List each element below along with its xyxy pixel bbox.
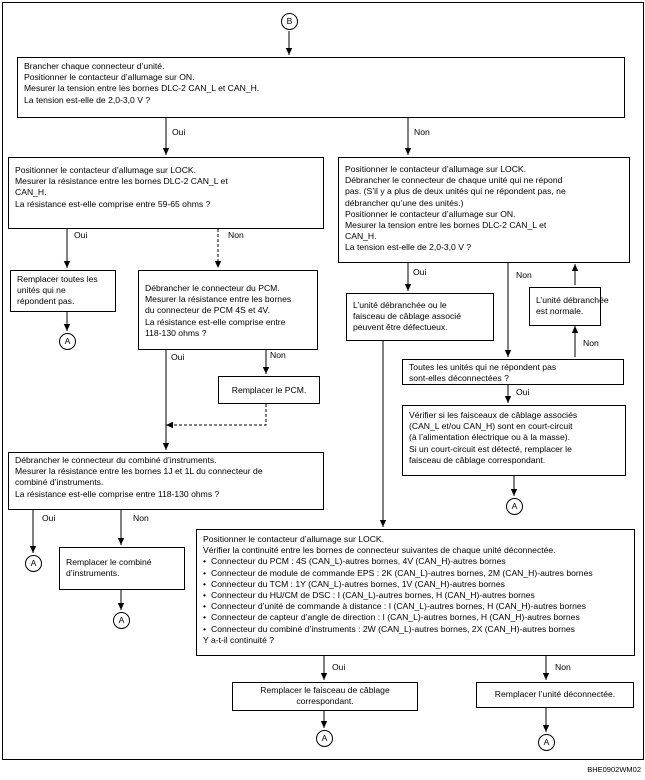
continuity-item: Connecteur du TCM : 1Y (CAN_L)-autres bo… bbox=[211, 579, 628, 590]
unit-defect-box: L’unité débranchée ou le faisceau de câb… bbox=[346, 293, 494, 341]
instruments-step-line: La résistance est-elle comprise entre 11… bbox=[15, 488, 220, 499]
continuity-no-label: Non bbox=[555, 662, 571, 672]
lock-step-line: CAN_H. bbox=[345, 231, 377, 242]
pcm-yes-label: Oui bbox=[171, 352, 185, 362]
replace-instruments-line: d’instruments. bbox=[66, 568, 120, 579]
instruments-step-line: Débrancher le connecteur du combiné d’in… bbox=[15, 455, 217, 465]
step2-yes-label: Oui bbox=[74, 230, 88, 240]
instruments-yes-label: Oui bbox=[42, 513, 56, 523]
unit-normal-line: L’unité débranchée bbox=[536, 295, 609, 305]
instruments-no-label: Non bbox=[133, 513, 149, 523]
replace-units-line: Remplacer toutes les bbox=[17, 274, 98, 284]
replace-pcm-label: Remplacer le PCM. bbox=[231, 385, 307, 395]
all-disconnected-box: Toutes les unités qui ne répondent pas s… bbox=[402, 359, 624, 385]
continuity-item: Connecteur de module de commande EPS : 2… bbox=[211, 568, 628, 579]
figure-code: BHE0902WM02 bbox=[587, 765, 641, 774]
step1-yes-label: Oui bbox=[172, 127, 186, 137]
end-connector-a: A bbox=[506, 498, 523, 515]
step1-line: Brancher chaque connecteur d’unité. bbox=[24, 61, 165, 71]
step1-no-label: Non bbox=[414, 127, 430, 137]
instruments-step-line: combiné d’instruments. bbox=[15, 477, 104, 488]
end-connector-a: A bbox=[113, 612, 130, 629]
continuity-line: Positionner le contacteur d’allumage sur… bbox=[203, 534, 385, 544]
short-check-line: (CAN_L et/ou CAN_H) sont en court-circui… bbox=[409, 421, 573, 432]
pcm-no-label: Non bbox=[270, 350, 286, 360]
step2-line: Mesurer la résistance entre les bornes D… bbox=[15, 176, 228, 187]
step1-line: Positionner le contacteur d’allumage sur… bbox=[24, 72, 195, 83]
all-disconnected-yes-label: Oui bbox=[516, 387, 530, 397]
lock-step-line: Positionner le contacteur d’allumage sur… bbox=[345, 208, 516, 219]
continuity-item: Connecteur du HU/CM de DSC : I (CAN_L)-a… bbox=[211, 590, 628, 601]
short-check-line: faisceau de câblage correspondant. bbox=[409, 454, 546, 465]
replace-pcm-box: Remplacer le PCM. bbox=[218, 376, 320, 404]
pcm-step-line: 118-130 ohms ? bbox=[145, 327, 207, 338]
continuity-item: Connecteur du PCM : 4S (CAN_L)-autres bo… bbox=[211, 556, 628, 567]
replace-instruments-line: Remplacer le combiné bbox=[66, 557, 152, 567]
step2-box: Positionner le contacteur d’allumage sur… bbox=[8, 157, 324, 229]
pcm-step-box: Débrancher le connecteur du PCM. Mesurer… bbox=[138, 270, 318, 350]
step1-line: La tension est-elle de 2,0-3,0 V ? bbox=[24, 94, 151, 105]
lock-step-line: Mesurer la tension entre les bornes DLC-… bbox=[345, 220, 547, 231]
short-check-line: Vérifier si les faisceaux de câblage ass… bbox=[409, 410, 578, 420]
all-disconnected-line: Toutes les unités qui ne répondent pas bbox=[409, 362, 557, 372]
step1-line: Mesurer la tension entre les bornes DLC-… bbox=[24, 83, 260, 94]
all-disconnected-line: sont-elles déconnectées ? bbox=[409, 373, 509, 384]
short-check-box: Vérifier si les faisceaux de câblage ass… bbox=[402, 405, 626, 476]
unit-normal-box: L’unité débranchée est normale. bbox=[529, 287, 609, 326]
lock-yes-label: Oui bbox=[413, 267, 427, 277]
replace-unit-label: Remplacer l’unité déconnectée. bbox=[494, 689, 616, 699]
end-connector-a: A bbox=[25, 555, 42, 572]
unit-defect-line: faisceau de câblage associé bbox=[353, 311, 461, 322]
lock-step-line: pas. (S’il y a plus de deux unités qui n… bbox=[345, 186, 566, 197]
short-check-line: (à l’alimentation électrique ou à la mas… bbox=[409, 432, 570, 443]
short-check-line: Si un court-circuit est détecté, remplac… bbox=[409, 443, 572, 454]
step2-no-label: Non bbox=[228, 230, 244, 240]
step1-box: Brancher chaque connecteur d’unité. Posi… bbox=[17, 57, 625, 118]
continuity-line: Vérifier la continuité entre les bornes … bbox=[203, 545, 556, 556]
continuity-question: Y a-t-il continuité ? bbox=[203, 634, 275, 645]
replace-unit-box: Remplacer l’unité déconnectée. bbox=[476, 682, 634, 708]
end-connector-a: A bbox=[59, 333, 76, 350]
pcm-step-line: Débrancher le connecteur du PCM. bbox=[145, 283, 280, 293]
continuity-yes-label: Oui bbox=[332, 662, 346, 672]
all-disconnected-no-label: Non bbox=[583, 338, 599, 348]
lock-step-line: La tension est-elle de 2,0-3,0 V ? bbox=[345, 242, 472, 253]
end-connector-a: A bbox=[538, 734, 555, 751]
continuity-connector-list: Connecteur du PCM : 4S (CAN_L)-autres bo… bbox=[203, 556, 628, 634]
diagram-frame bbox=[2, 2, 644, 760]
replace-instruments-box: Remplacer le combiné d’instruments. bbox=[59, 547, 185, 590]
end-connector-a: A bbox=[316, 730, 333, 747]
replace-units-box: Remplacer toutes les unités qui ne répon… bbox=[10, 270, 116, 312]
replace-harness-line: Remplacer le faisceau de câblage bbox=[260, 685, 390, 695]
pcm-step-line: La résistance est-elle comprise entre bbox=[145, 316, 286, 327]
lock-step-box: Positionner le contacteur d’allumage sur… bbox=[338, 157, 630, 263]
pcm-step-line: du connecteur de PCM 4S et 4V. bbox=[145, 305, 270, 316]
step2-line: La résistance est-elle comprise entre 59… bbox=[15, 198, 211, 209]
instruments-step-line: Mesurer la résistance entre les bornes 1… bbox=[15, 466, 263, 477]
replace-harness-box: Remplacer le faisceau de câblage corresp… bbox=[232, 682, 418, 711]
lock-step-line: débrancher qu’une des unités.) bbox=[345, 197, 464, 208]
unit-normal-line: est normale. bbox=[536, 306, 584, 317]
unit-defect-line: peuvent être défectueux. bbox=[353, 322, 448, 333]
continuity-item: Connecteur d’unité de commande à distanc… bbox=[211, 601, 628, 612]
pcm-step-line: Mesurer la résistance entre les bornes bbox=[145, 294, 292, 305]
continuity-box: Positionner le contacteur d’allumage sur… bbox=[196, 529, 635, 656]
lock-step-line: Débrancher le connecteur de chaque unité… bbox=[345, 175, 563, 186]
replace-units-line: unités qui ne bbox=[17, 285, 66, 296]
instruments-step-box: Débrancher le connecteur du combiné d’in… bbox=[8, 452, 324, 510]
step2-line: Positionner le contacteur d’allumage sur… bbox=[15, 165, 197, 175]
replace-units-line: répondent pas. bbox=[17, 296, 75, 307]
continuity-item: Connecteur de capteur d’angle de directi… bbox=[211, 612, 628, 623]
unit-defect-line: L’unité débranchée ou le bbox=[353, 300, 447, 310]
start-connector-b: B bbox=[281, 13, 298, 30]
lock-no-label: Non bbox=[516, 270, 532, 280]
lock-step-line: Positionner le contacteur d’allumage sur… bbox=[345, 164, 527, 174]
replace-harness-line: correspondant. bbox=[296, 696, 354, 707]
step2-line: CAN_H. bbox=[15, 187, 47, 198]
continuity-item: Connecteur du combiné d’instruments : 2W… bbox=[211, 624, 628, 635]
